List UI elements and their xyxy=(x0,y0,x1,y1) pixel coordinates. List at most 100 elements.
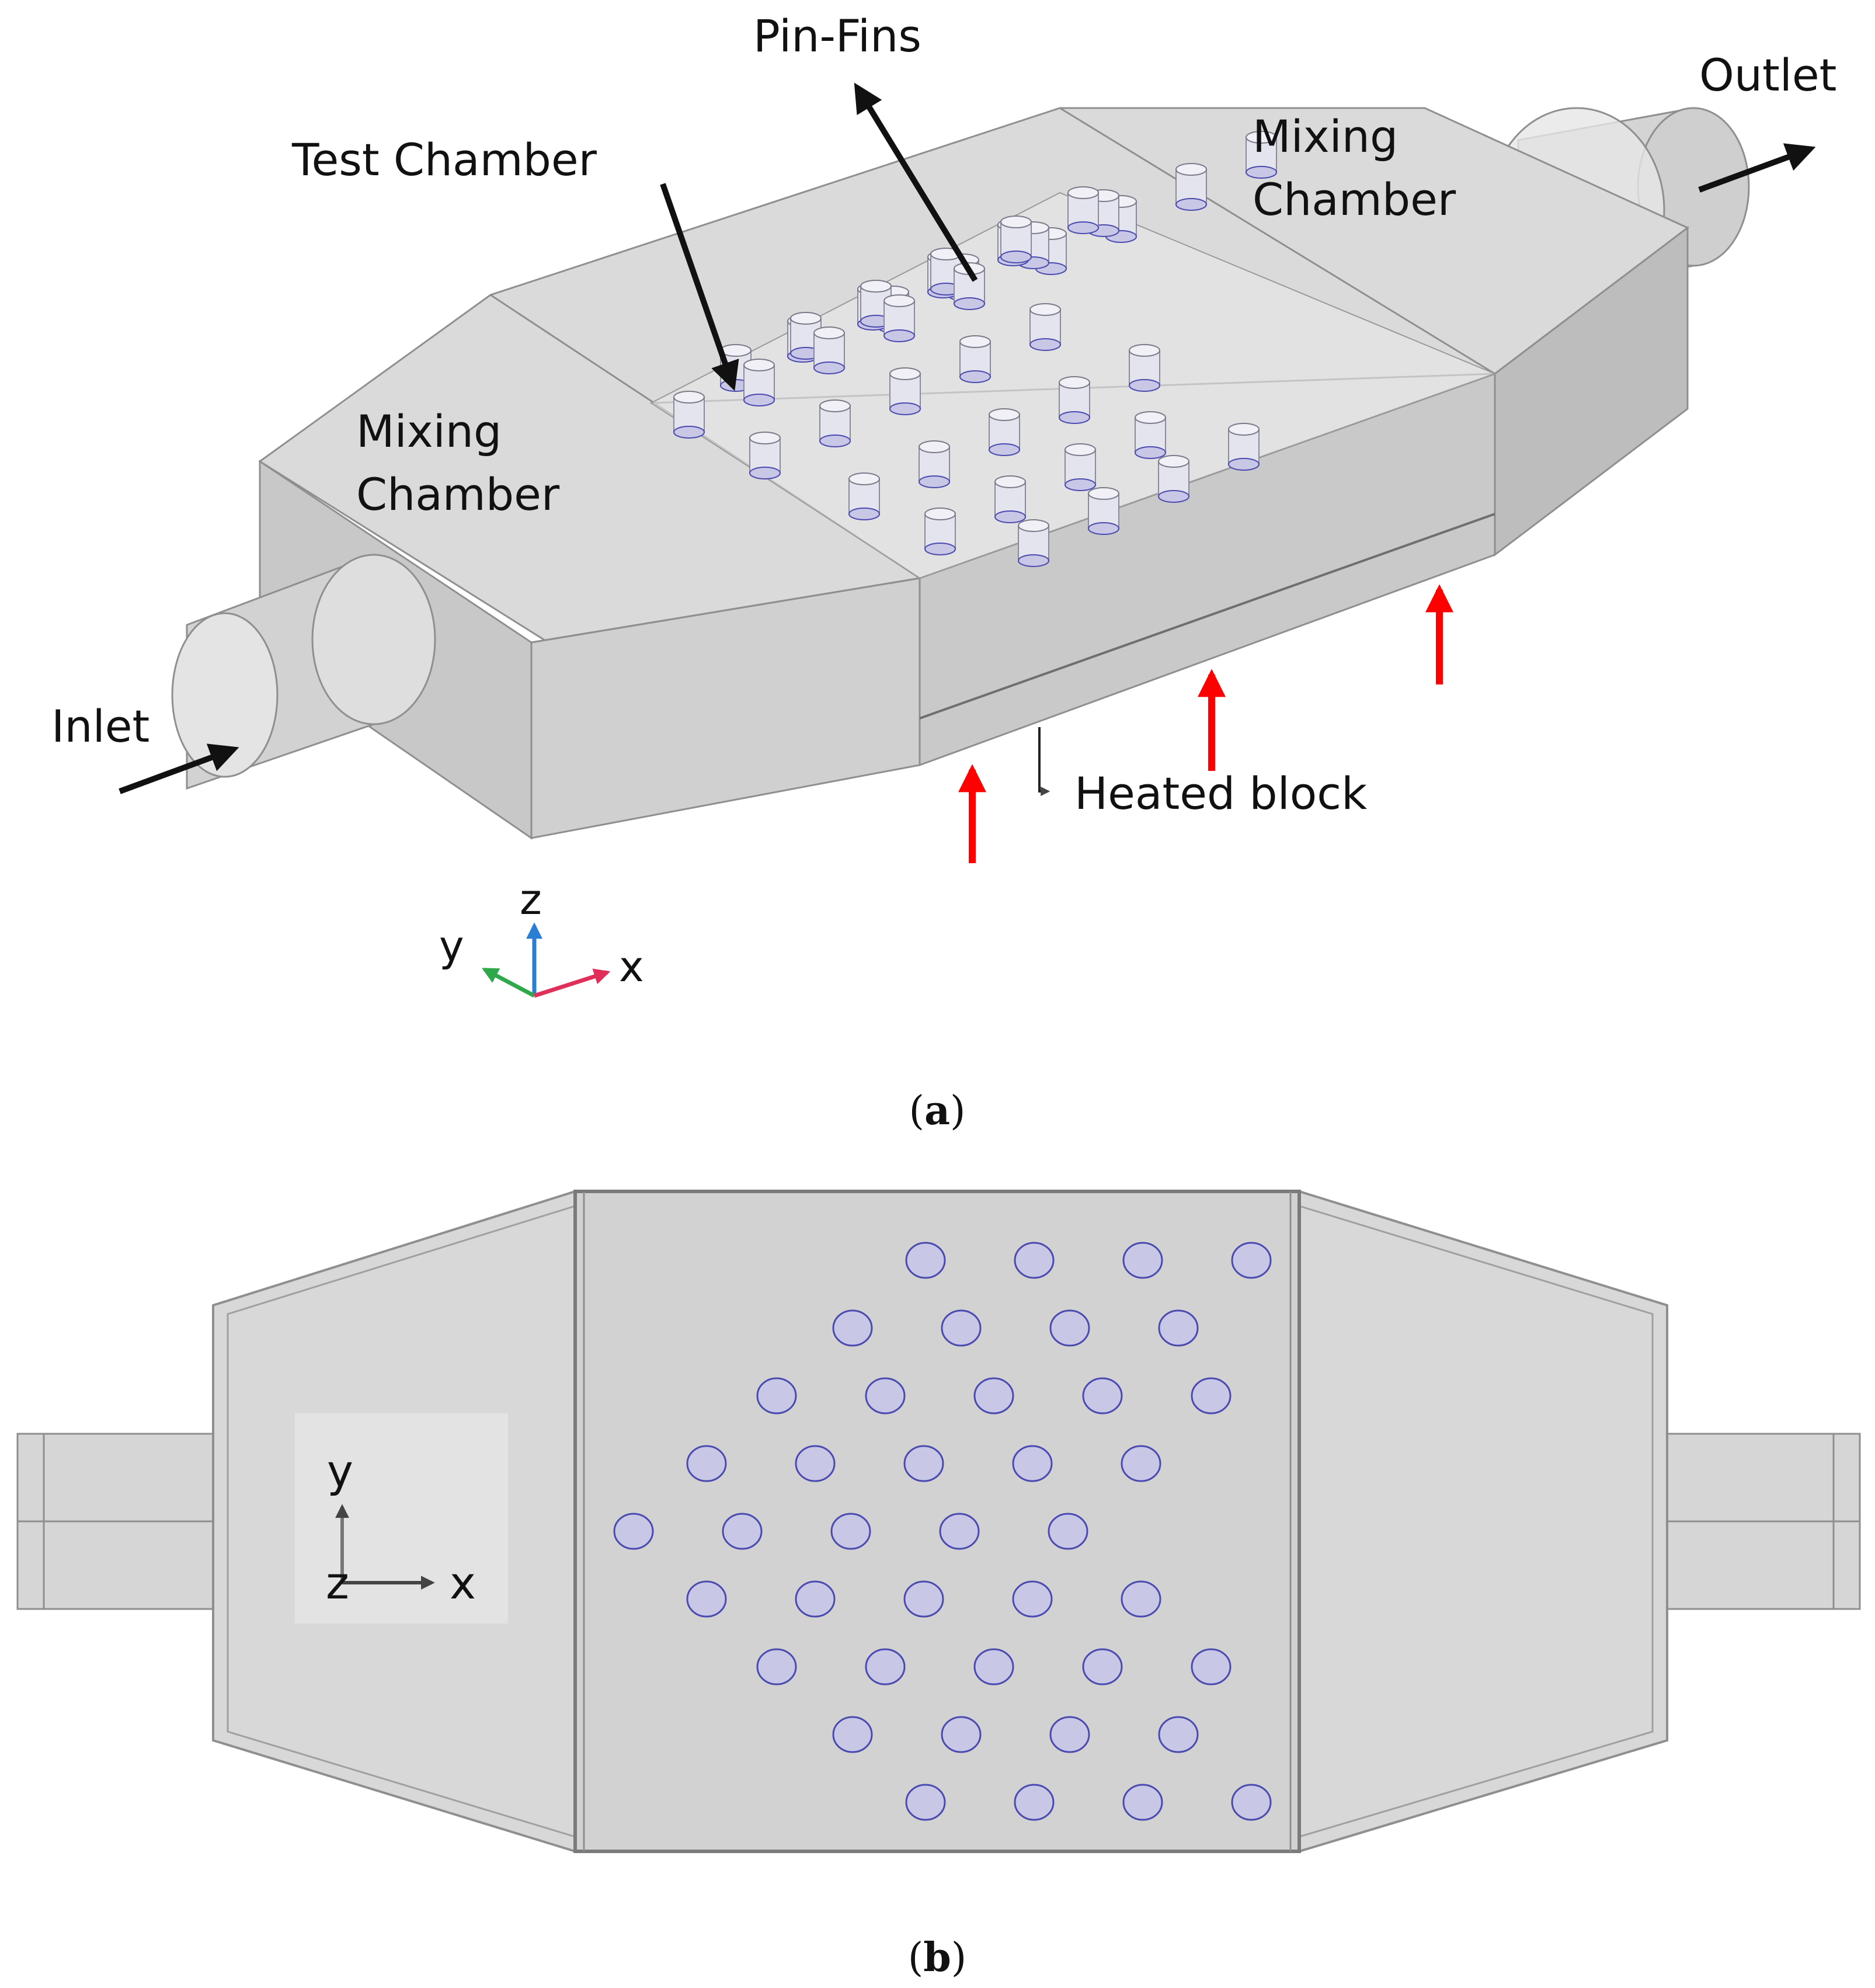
pin-fin xyxy=(1012,1445,1053,1482)
pin-fin xyxy=(924,508,956,555)
caption-a: (a) xyxy=(909,1087,965,1134)
panel-a: Pin-Fins Test Chamber Outlet Mixing Cham… xyxy=(51,10,1836,1134)
pin-fin xyxy=(1012,1580,1053,1618)
pin-fin xyxy=(1067,186,1099,234)
pin-fin xyxy=(919,440,950,488)
pin-fin xyxy=(1158,1309,1199,1347)
pin-fin xyxy=(832,1716,873,1753)
pin-fin xyxy=(1129,344,1160,392)
pin-fin xyxy=(1135,411,1166,459)
pin-fin xyxy=(686,1580,727,1618)
pin-fin xyxy=(1121,1445,1161,1482)
mixing-chamber-left-label-line2: Chamber xyxy=(356,468,560,520)
pin-fins-top xyxy=(613,1242,1272,1821)
pin-fin xyxy=(1191,1377,1232,1414)
pin-fin xyxy=(1231,1784,1272,1821)
pin-fin xyxy=(832,1309,873,1347)
pin-fins-arrow xyxy=(854,82,978,282)
pin-fin xyxy=(1065,443,1096,491)
pin-fin xyxy=(903,1580,944,1618)
pin-fin xyxy=(756,1648,797,1685)
axis-y-label-top: y xyxy=(327,1445,353,1497)
test-chamber-arrow xyxy=(660,183,739,391)
pin-fin xyxy=(743,359,775,406)
pin-fin xyxy=(994,475,1026,523)
pin-fin xyxy=(865,1648,906,1685)
axis-x-label-top: x xyxy=(450,1557,476,1609)
mixing-chamber-left-label-line1: Mixing xyxy=(356,405,502,457)
pin-fin xyxy=(1000,216,1032,263)
pin-fin xyxy=(883,294,915,342)
pin-fin xyxy=(613,1513,654,1550)
inlet-pipe-top xyxy=(16,1433,229,1610)
pin-fin xyxy=(1059,376,1090,424)
pin-fin xyxy=(865,1377,906,1414)
pin-fin xyxy=(1122,1784,1163,1821)
pin-fin xyxy=(1088,487,1119,535)
inlet-pipe xyxy=(171,553,436,790)
heated-block-label: Heated block xyxy=(1074,767,1367,819)
test-chamber-top xyxy=(573,1190,1301,1853)
pin-fin xyxy=(973,1648,1014,1685)
axis-x-label: x xyxy=(619,942,644,991)
pin-fin xyxy=(686,1445,727,1482)
pin-fin xyxy=(848,472,880,520)
pin-fin xyxy=(905,1242,946,1279)
pin-fin xyxy=(1029,303,1061,351)
pin-fin xyxy=(1122,1242,1163,1279)
pin-fin xyxy=(905,1784,946,1821)
pin-fin xyxy=(1014,1242,1055,1279)
axis-triad-3d: z y x xyxy=(439,875,644,998)
pin-fin xyxy=(1175,163,1207,211)
pin-fin xyxy=(1121,1580,1161,1618)
axis-triad-2d: y z x xyxy=(295,1413,508,1624)
pin-fin xyxy=(1048,1513,1088,1550)
pin-fin xyxy=(795,1580,836,1618)
panel-b: y z x (b) xyxy=(16,1190,1861,1981)
pin-fin xyxy=(722,1513,763,1550)
pin-fin xyxy=(941,1309,982,1347)
test-chamber-label: Test Chamber xyxy=(291,134,597,186)
pin-fin xyxy=(1231,1242,1272,1279)
pin-fin xyxy=(795,1445,836,1482)
pin-fin xyxy=(973,1377,1014,1414)
pin-fin xyxy=(1018,519,1049,567)
pin-fin xyxy=(903,1445,944,1482)
pin-fin xyxy=(1049,1309,1090,1347)
mixing-chamber-right-label-line2: Chamber xyxy=(1253,173,1456,225)
pin-fin xyxy=(756,1377,797,1414)
axis-y-label: y xyxy=(439,922,464,971)
pin-fin xyxy=(959,335,991,383)
inlet-arrow xyxy=(119,743,239,794)
caption-b: (b) xyxy=(908,1934,967,1981)
pin-fin xyxy=(673,391,705,439)
pin-fin xyxy=(989,408,1020,456)
pin-fin xyxy=(941,1716,982,1753)
pin-fins-3d xyxy=(673,131,1277,567)
pin-fin xyxy=(1228,423,1260,471)
outlet-arrow xyxy=(1698,143,1816,193)
pin-fins-label: Pin-Fins xyxy=(753,10,921,62)
pin-fin xyxy=(1082,1648,1123,1685)
mixing-chamber-right-label-line1: Mixing xyxy=(1253,110,1398,162)
pin-fin xyxy=(830,1513,871,1550)
pin-fin xyxy=(1049,1716,1090,1753)
pin-fin xyxy=(749,432,781,479)
axis-z-label: z xyxy=(520,875,542,924)
pin-fin xyxy=(813,326,845,374)
outlet-pipe-top xyxy=(1654,1433,1861,1610)
pin-fin xyxy=(939,1513,980,1550)
pin-fin xyxy=(1158,455,1189,503)
pin-fin xyxy=(819,399,851,447)
inlet-label: Inlet xyxy=(51,700,149,752)
pin-fin xyxy=(1014,1784,1055,1821)
axis-z-label-top: z xyxy=(326,1557,349,1609)
pin-fin xyxy=(889,367,921,415)
pin-fin xyxy=(1082,1377,1123,1414)
pin-fin xyxy=(1191,1648,1232,1685)
pin-fin xyxy=(1246,131,1277,179)
outlet-label: Outlet xyxy=(1699,49,1836,101)
pin-fin xyxy=(1158,1716,1199,1753)
heated-block-leader xyxy=(1038,727,1050,796)
